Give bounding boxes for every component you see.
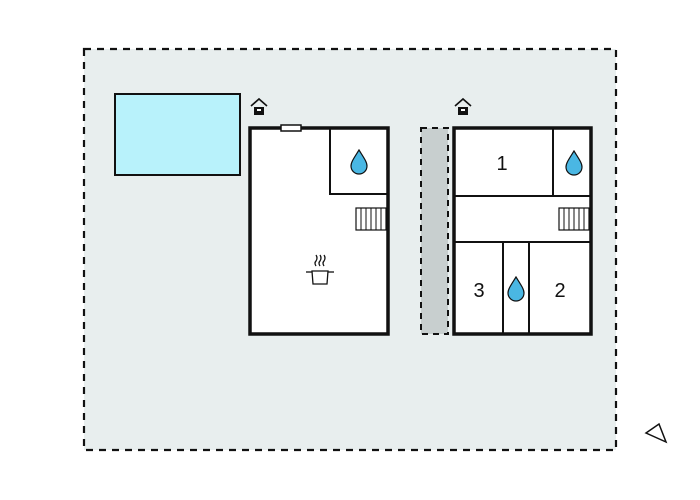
- bathroom-wall: [329, 128, 388, 195]
- walkway: [420, 127, 449, 335]
- window: [280, 124, 302, 132]
- ground-floor-outline: [248, 126, 390, 336]
- room-1-label: 1: [496, 153, 507, 175]
- staircase-icon: [355, 207, 387, 231]
- house-icon: [454, 97, 472, 115]
- staircase-icon: [558, 207, 590, 231]
- room-3-label: 3: [473, 280, 484, 302]
- water-drop-icon: [507, 275, 525, 302]
- north-arrow-icon: [644, 422, 668, 444]
- water-drop-icon: [565, 149, 583, 176]
- pool: [114, 93, 241, 176]
- house-icon: [250, 97, 268, 115]
- room-2-label: 2: [554, 280, 565, 302]
- ground-floor: [248, 124, 390, 336]
- cooking-pot-icon: [306, 254, 334, 285]
- water-drop-icon: [350, 148, 368, 175]
- first-floor: 1 3 2: [452, 126, 593, 336]
